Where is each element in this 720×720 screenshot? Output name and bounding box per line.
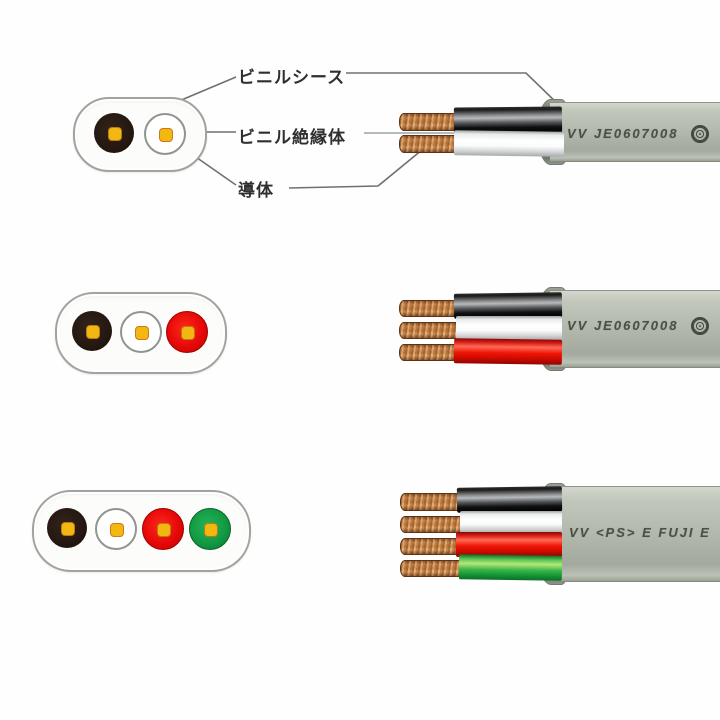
conductor-dot [110,523,124,537]
core-white [120,311,162,353]
conductor-dot [61,522,75,536]
wire-black [453,292,563,319]
core-black [94,113,134,153]
cable-marking: VV <PS> E FUJI E [569,525,711,540]
conductor-dot [135,326,149,340]
wire-white [460,511,562,533]
conductor-dot [204,523,218,537]
conductor-dot [108,127,122,141]
wire-red [456,532,562,557]
insulation-label: ビニル絶縁体 [238,128,346,147]
cross-section-2core [73,97,207,172]
certification-mark-icon [691,317,709,335]
copper-conductor [400,560,468,577]
wire-green [458,554,563,581]
cable-marking: VV JE0607008 [567,126,679,141]
cross-section-4core [32,490,251,572]
cross-section-3core [55,292,227,374]
sheath-label: ビニルシース [238,68,346,87]
cable-marking: VV JE0607008 [567,318,679,333]
wire-white [456,316,562,340]
sheath-body [550,486,720,582]
certification-mark-icon [691,125,709,143]
core-red [142,508,184,550]
conductor-label: 導体 [238,181,274,200]
core-white [144,113,186,155]
core-black [47,508,87,548]
core-green [189,508,231,550]
core-red [166,311,208,353]
conductor-dot [181,326,195,340]
wire-black [456,486,563,513]
core-black [72,311,112,351]
conductor-dot [159,128,173,142]
wire-white [453,130,565,157]
conductor-dot [86,325,100,339]
wire-red [453,338,563,365]
core-white [95,508,137,550]
conductor-dot [157,523,171,537]
